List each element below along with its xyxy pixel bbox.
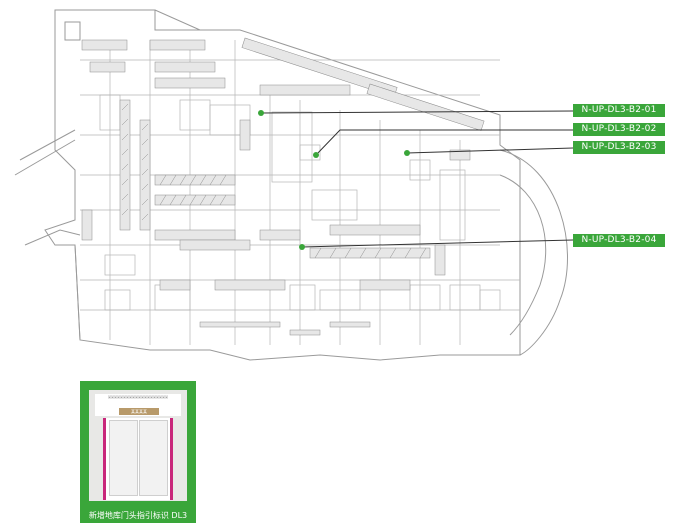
sign-thumbnail[interactable]: 某某某某某某某某某某某某某某某某某某某某 某某某某 新增地库门头指引标识 DL3: [80, 381, 196, 523]
door-frame: [103, 418, 173, 500]
marker-03[interactable]: [404, 150, 410, 156]
hatch-pattern: [121, 103, 427, 259]
parking-hatches: [81, 37, 485, 336]
building-outline: [14, 9, 568, 361]
leader-lines: [260, 110, 574, 248]
marker-02[interactable]: [313, 152, 319, 158]
sign-preview: 某某某某某某某某某某某某某某某某某某某某 某某某某: [89, 390, 187, 501]
location-markers: [258, 110, 410, 250]
sign-banner: 某某某某某某某某某某某某某某某某某某某某 某某某某: [95, 394, 181, 416]
sign-banner-text: 某某某某某某某某某某某某某某某某某某某某: [107, 395, 168, 399]
door-leaf-left: [109, 420, 138, 496]
door-leaf-right: [139, 420, 168, 496]
tag-n-up-dl3-b2-04[interactable]: N-UP-DL3-B2-04: [573, 234, 665, 247]
tag-n-up-dl3-b2-01[interactable]: N-UP-DL3-B2-01: [573, 104, 665, 117]
tag-n-up-dl3-b2-02[interactable]: N-UP-DL3-B2-02: [573, 123, 665, 136]
thumbnail-caption: 新增地库门头指引标识 DL3: [88, 511, 188, 520]
sign-logo: 某某某某: [119, 408, 159, 415]
marker-01[interactable]: [258, 110, 264, 116]
tag-n-up-dl3-b2-03[interactable]: N-UP-DL3-B2-03: [573, 141, 665, 154]
marker-04[interactable]: [299, 244, 305, 250]
